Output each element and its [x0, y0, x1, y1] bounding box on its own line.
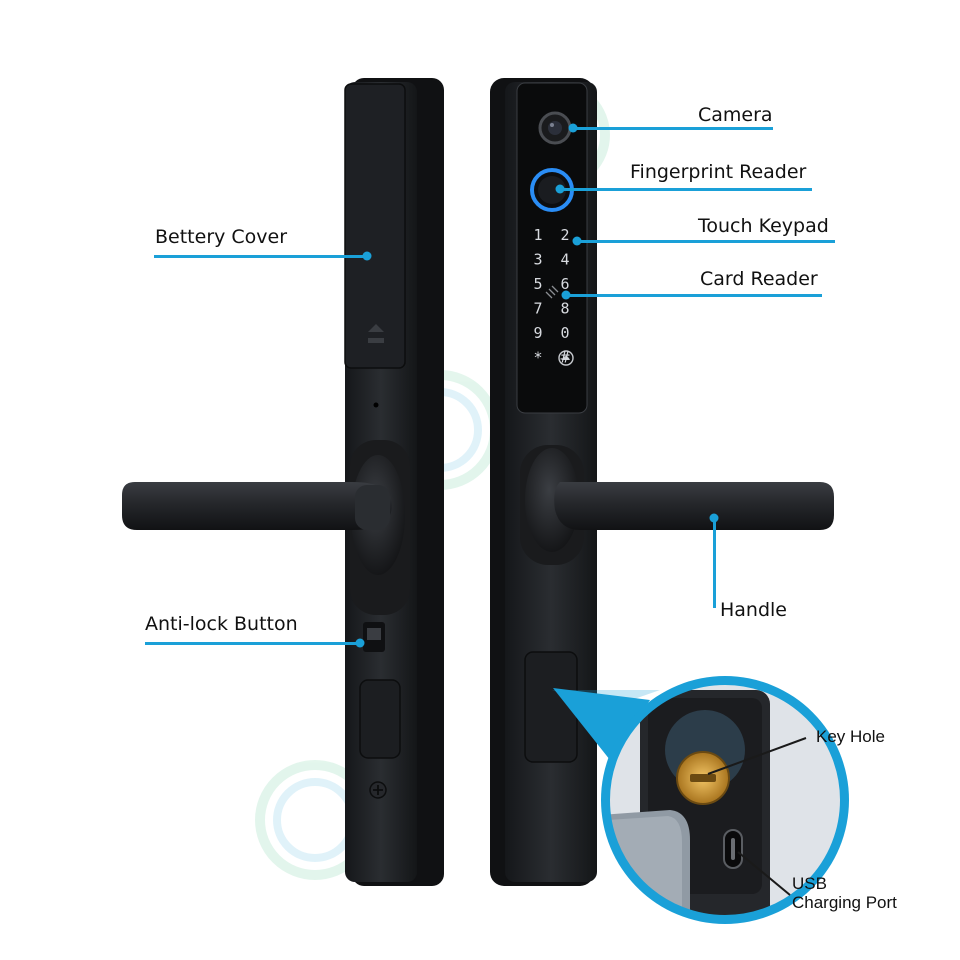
fingerprint-label: Fingerprint Reader — [630, 161, 807, 183]
camera-icon — [538, 111, 572, 145]
keypad-key-2: 2 — [560, 226, 569, 244]
keypad-key-8: 8 — [560, 300, 569, 318]
inner-handle — [122, 440, 410, 615]
inner-cover-plate — [359, 679, 401, 759]
card-reader-callout-line — [566, 294, 822, 297]
battery-callout-dot — [362, 251, 372, 261]
key-hole-icon — [676, 751, 730, 805]
camera-label: Camera — [698, 104, 773, 126]
usb-label-line1: USB — [792, 874, 827, 893]
battery-cover — [344, 83, 406, 369]
usb-label-line2: Charging Port — [792, 893, 897, 912]
handle-callout-dot — [709, 513, 719, 523]
camera-callout-dot — [568, 123, 578, 133]
keypad-callout-line — [577, 240, 835, 243]
keypad-key-1: 1 — [533, 226, 542, 244]
usb-port-icon — [723, 829, 743, 869]
keypad-key-hash: # — [560, 349, 569, 367]
keypad-key-9: 9 — [533, 324, 542, 342]
anti-lock-callout-dot — [355, 638, 365, 648]
camera-callout-line — [573, 127, 773, 130]
fingerprint-callout-dot — [555, 184, 565, 194]
screw-icon — [369, 781, 387, 799]
keypad-key-star: * — [533, 349, 542, 367]
nfc-card-icon — [545, 285, 559, 299]
keypad-key-4: 4 — [560, 251, 569, 269]
outer-handle — [520, 445, 834, 565]
keypad-callout-dot — [572, 236, 582, 246]
battery-cover-label: Bettery Cover — [155, 226, 288, 248]
anti-lock-callout-line — [145, 642, 363, 645]
keypad-key-5: 5 — [533, 275, 542, 293]
keypad-key-0: 0 — [560, 324, 569, 342]
card-reader-label: Card Reader — [700, 268, 818, 290]
key-hole-zoom — [601, 676, 849, 924]
keypad-label: Touch Keypad — [698, 215, 829, 237]
doorbell-icon — [558, 350, 574, 366]
keypad-key-6: 6 — [560, 275, 569, 293]
keypad-key-3: 3 — [533, 251, 542, 269]
battery-arrow-icon — [368, 324, 384, 343]
battery-callout-line — [154, 255, 367, 258]
handle-label: Handle — [720, 599, 788, 621]
key-hole-label: Key Hole — [816, 727, 885, 746]
glass-panel — [516, 82, 588, 414]
card-reader-callout-dot — [561, 290, 571, 300]
anti-lock-switch — [363, 622, 385, 652]
keypad-key-7: 7 — [533, 300, 542, 318]
anti-lock-label: Anti-lock Button — [145, 613, 298, 635]
fingerprint-callout-line — [560, 188, 812, 191]
handle-callout-line — [713, 518, 716, 608]
